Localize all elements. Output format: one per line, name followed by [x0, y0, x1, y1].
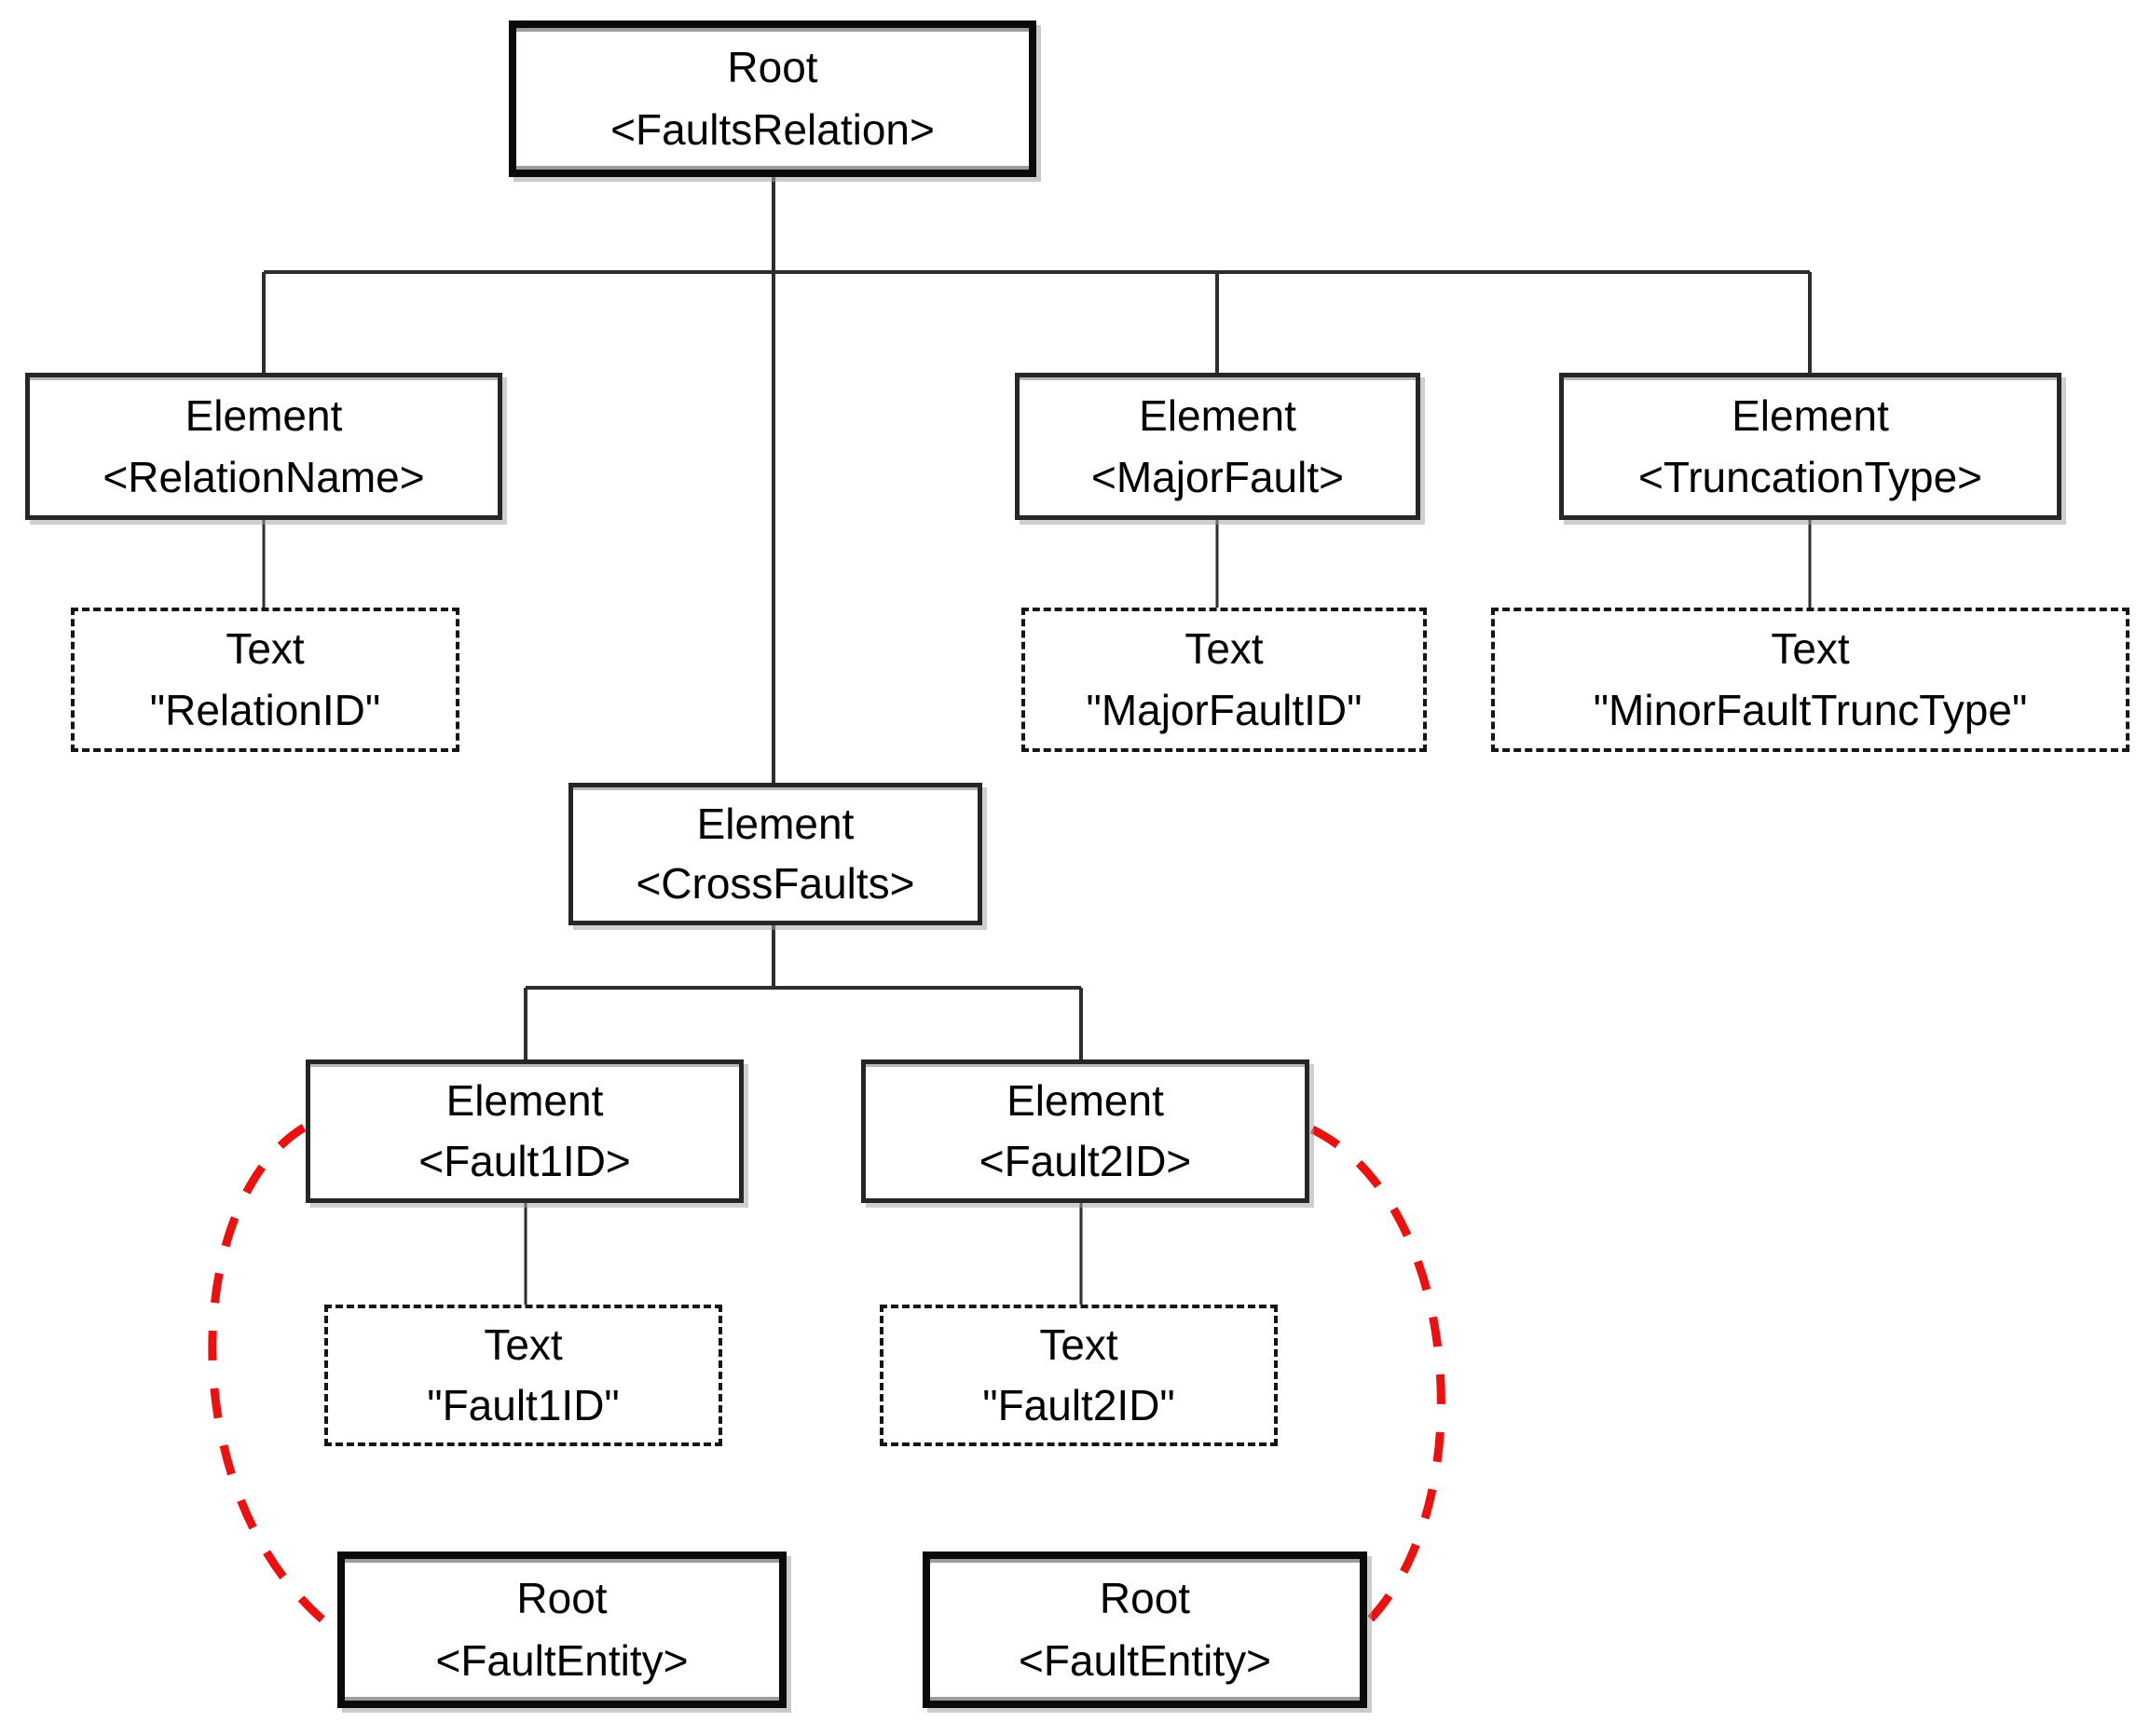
node-text-fault1id: Text "Fault1ID" [324, 1305, 722, 1446]
node-root-faultsrelation: Root <FaultsRelation> [509, 21, 1036, 177]
node-text-fault2id: Text "Fault2ID" [880, 1305, 1278, 1446]
node-tag-label: <FaultEntity> [435, 1636, 689, 1686]
node-tag-label: <Fault1ID> [418, 1137, 631, 1186]
node-kind-label: Root [516, 1573, 608, 1622]
node-element-majorfault: Element <MajorFault> [1015, 373, 1420, 520]
node-kind-label: Element [1732, 390, 1889, 440]
node-kind-label: Text [1184, 624, 1264, 674]
node-root-faultentity-1: Root <FaultEntity> [337, 1551, 787, 1708]
node-tag-label: <FaultsRelation> [610, 105, 935, 155]
node-kind-label: Text [484, 1320, 563, 1370]
node-kind-label: Element [185, 390, 343, 440]
node-value-label: "RelationID" [149, 686, 381, 735]
node-kind-label: Root [727, 42, 818, 91]
node-kind-label: Text [1039, 1320, 1118, 1370]
node-value-label: "MinorFaultTruncType" [1593, 686, 2028, 735]
node-kind-label: Text [1771, 624, 1850, 674]
node-tag-label: <Fault2ID> [979, 1137, 1192, 1186]
node-text-minorfaulttrunctype: Text "MinorFaultTruncType" [1491, 608, 2129, 752]
node-kind-label: Element [696, 799, 855, 848]
node-value-label: "Fault1ID" [427, 1381, 620, 1430]
node-tag-label: <FaultEntity> [1018, 1636, 1272, 1686]
node-element-fault1id: Element <Fault1ID> [306, 1059, 744, 1203]
node-tag-label: <RelationName> [103, 452, 425, 501]
node-text-majorfaultid: Text "MajorFaultID" [1021, 608, 1427, 752]
node-element-fault2id: Element <Fault2ID> [861, 1059, 1309, 1203]
node-kind-label: Element [1139, 390, 1296, 440]
node-tag-label: <MajorFault> [1090, 452, 1344, 501]
node-element-truncationtype: Element <TruncationType> [1559, 373, 2061, 520]
node-kind-label: Root [1099, 1573, 1191, 1622]
node-kind-label: Text [226, 624, 305, 674]
node-value-label: "MajorFaultID" [1086, 686, 1362, 735]
node-element-relationname: Element <RelationName> [25, 373, 502, 520]
node-element-crossfaults: Element <CrossFaults> [568, 783, 982, 925]
relation-arc-fault1-to-faultentity [208, 1124, 336, 1633]
node-kind-label: Element [1006, 1076, 1164, 1126]
node-text-relationid: Text "RelationID" [71, 608, 459, 752]
node-tag-label: <CrossFaults> [636, 859, 915, 909]
relation-arc-fault2-to-faultentity [1310, 1125, 1445, 1623]
node-tag-label: <TruncationType> [1637, 452, 1983, 501]
node-kind-label: Element [445, 1076, 604, 1126]
node-root-faultentity-2: Root <FaultEntity> [923, 1551, 1367, 1708]
node-value-label: "Fault2ID" [982, 1381, 1175, 1430]
